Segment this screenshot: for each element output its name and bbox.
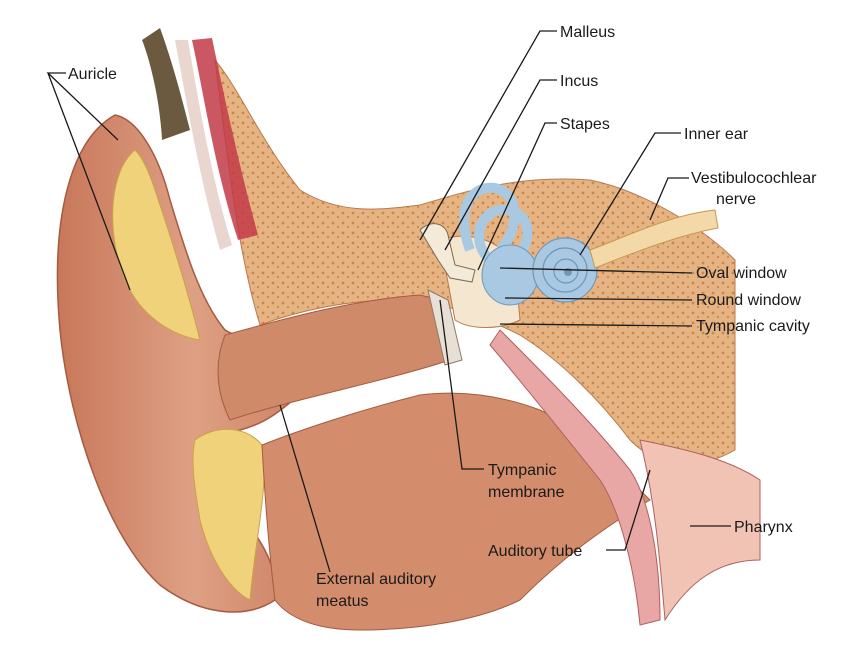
label-pharynx: Pharynx	[734, 519, 793, 536]
label-auditory-tube: Auditory tube	[488, 543, 582, 560]
label-external-meatus-line1: External auditory	[316, 571, 436, 588]
label-tympanic-cavity: Tympanic cavity	[696, 318, 810, 335]
label-inner-ear: Inner ear	[684, 126, 749, 143]
label-tympanic-membrane-line1: Tympanic	[488, 462, 556, 479]
label-round-window: Round window	[696, 292, 801, 309]
label-vestibulocochlear-line1: Vestibulocochlear	[691, 170, 817, 187]
label-external-meatus-line2: meatus	[316, 593, 368, 610]
label-oval-window: Oval window	[696, 265, 787, 282]
label-auricle: Auricle	[68, 66, 117, 83]
label-vestibulocochlear-line2: nerve	[716, 191, 756, 208]
label-stapes: Stapes	[560, 116, 610, 133]
label-malleus: Malleus	[560, 24, 615, 41]
vestibule	[482, 245, 538, 305]
label-incus: Incus	[560, 73, 598, 90]
label-tympanic-membrane-line2: membrane	[488, 484, 565, 501]
